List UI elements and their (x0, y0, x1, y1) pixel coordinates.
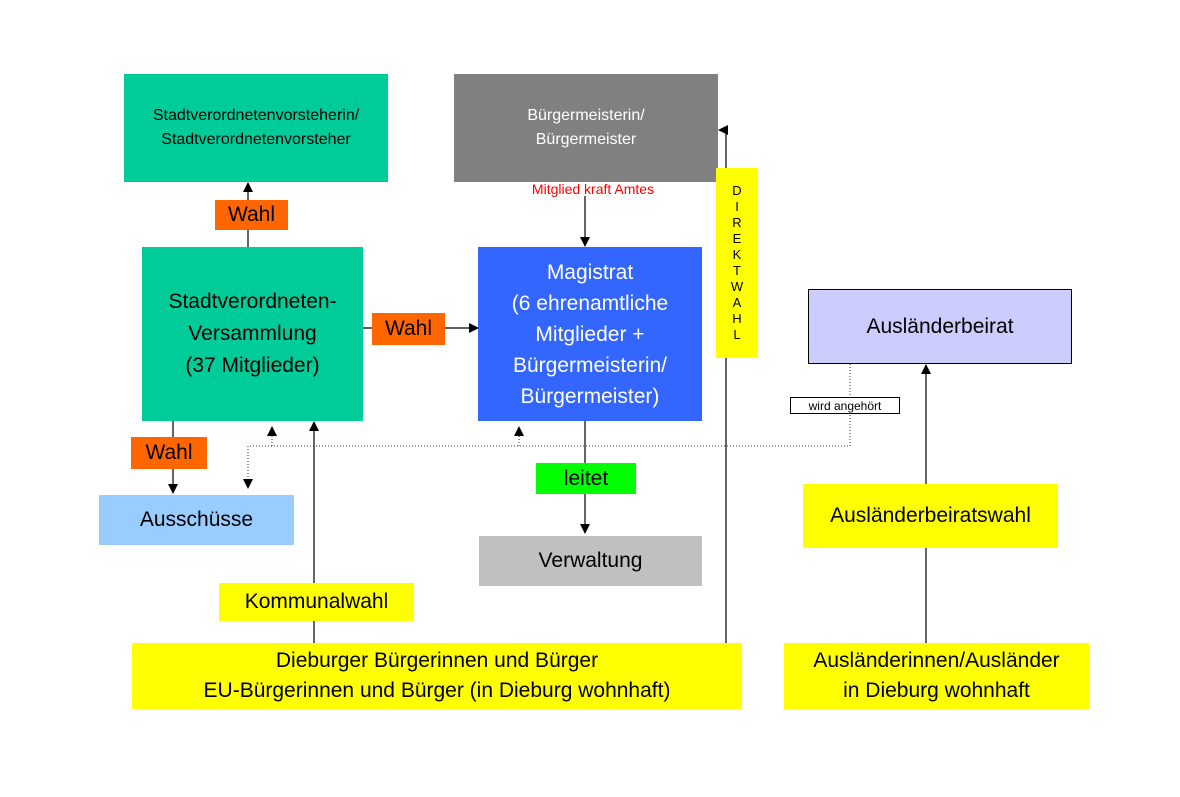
direktwahl-letter: D (732, 183, 742, 198)
direktwahl-letter: K (732, 247, 742, 262)
stadtverordnetenversammlung-box: Stadtverordneten- Versammlung (37 Mitgli… (142, 247, 363, 421)
direktwahl-label: D I R E K T W A H L (716, 168, 758, 358)
auslaenderbeiratswahl-label: Ausländerbeiratswahl (803, 484, 1058, 548)
auslaenderbeirat-box: Ausländerbeirat (808, 289, 1072, 364)
direktwahl-letter: A (732, 295, 742, 310)
direktwahl-letter: E (732, 231, 742, 246)
direktwahl-letter: W (730, 279, 744, 294)
direktwahl-letter: T (733, 263, 741, 278)
direktwahl-letter: H (732, 311, 742, 326)
stadtverordnetenvorsteher-box: Stadtverordnetenvorsteherin/ Stadtverord… (124, 74, 388, 182)
kommunalwahl-label: Kommunalwahl (219, 583, 414, 621)
buerger-box: Dieburger Bürgerinnen und Bürger EU-Bürg… (132, 643, 742, 709)
direktwahl-letter: R (732, 215, 742, 230)
verwaltung-box: Verwaltung (479, 536, 702, 586)
ausschuesse-box: Ausschüsse (99, 495, 294, 545)
connector-direktwahl-to-buergermeister (718, 125, 728, 652)
wahl-magistrat-label: Wahl (372, 313, 445, 345)
wahl-ausschuesse-label: Wahl (131, 437, 207, 469)
connector-beirat-anhoerung (243, 364, 851, 489)
magistrat-box: Magistrat (6 ehrenamtliche Mitglieder + … (478, 247, 702, 421)
wahl-vorsteher-label: Wahl (215, 200, 288, 230)
mitglied-kraft-amtes-label: Mitglied kraft Amtes (531, 181, 655, 197)
auslaender-box: Ausländerinnen/Ausländer in Dieburg wohn… (784, 643, 1089, 709)
direktwahl-letter: L (733, 327, 741, 342)
direktwahl-letter: I (735, 199, 739, 214)
buergermeister-box: Bürgermeisterin/ Bürgermeister (454, 74, 718, 182)
wird-angehoert-label: wird angehört (790, 397, 900, 414)
leitet-label: leitet (536, 463, 636, 494)
